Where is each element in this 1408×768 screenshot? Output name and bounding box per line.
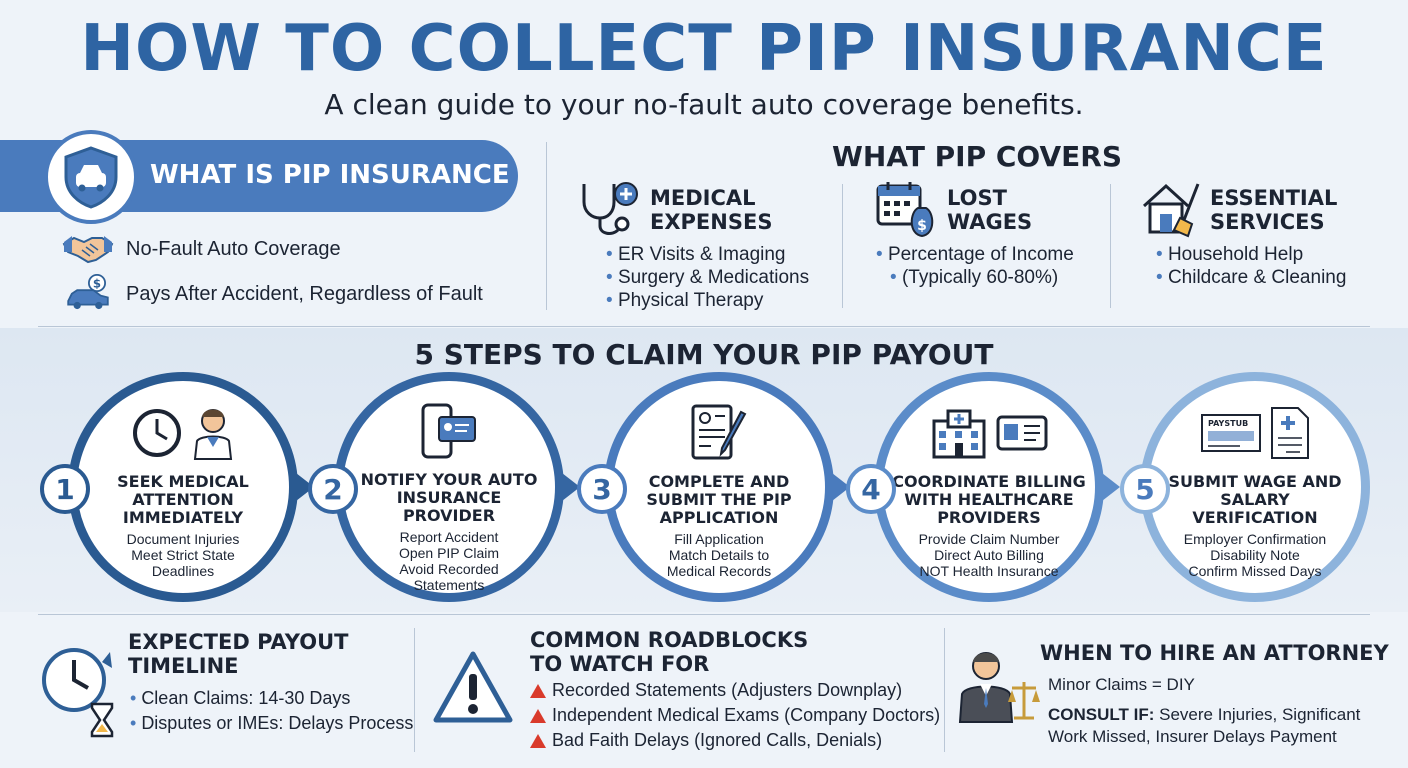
car-dollar-icon: $ [62,274,114,315]
handshake-icon [62,230,114,271]
house-broom-icon [1140,180,1202,243]
covers-lost-wages-title: LOST WAGES [947,186,1033,234]
list-item: Percentage of Income [876,243,1074,266]
timeline-list: Clean Claims: 14-30 Days Disputes or IME… [130,686,413,736]
step-number: 4 [846,464,896,514]
doctor-icon [193,409,233,460]
section-divider [38,614,1370,615]
pip-point-no-fault: No-Fault Auto Coverage [126,238,341,260]
column-divider [842,184,843,308]
step-title: NOTIFY YOUR AUTO INSURANCE PROVIDER [360,470,538,525]
list-item: Surgery & Medications [606,266,809,289]
paystub-label: PAYSTUB [1208,419,1248,428]
list-item: Physical Therapy [606,289,809,312]
list-item: Household Help [1156,243,1346,266]
list-item: Clean Claims: 14-30 Days [130,686,413,711]
hospital-icon [932,409,986,459]
application-form-icon [691,404,747,460]
list-item: Independent Medical Exams (Company Docto… [530,703,940,728]
covers-lost-wages-list: Percentage of Income (Typically 60-80%) [876,243,1074,289]
step-number: 5 [1120,464,1170,514]
step-5-card: PAYSTUB SUBMIT WAGE AND SALARY VERIFICAT… [1140,372,1370,602]
calendar-money-icon: $ [876,180,938,243]
section-divider [546,142,547,310]
step-arrow-icon [832,473,850,501]
step-details: Employer Confirmation Disability Note Co… [1183,531,1327,579]
shield-car-icon [44,130,138,224]
step-number: 1 [40,464,90,514]
phone-id-card-icon [421,403,476,459]
alert-icon [530,708,546,723]
alert-icon [530,683,546,698]
step-title: COMPLETE AND SUBMIT THE PIP APPLICATION [646,472,792,527]
list-item: Childcare & Cleaning [1156,266,1347,289]
attorney-scales-icon [956,648,1042,729]
covers-medical-title: MEDICAL EXPENSES [650,186,773,234]
what-pip-covers-heading: WHAT PIP COVERS [832,140,1122,173]
list-item: ER Visits & Imaging [606,243,809,266]
svg-text:$: $ [917,218,927,234]
covers-medical-list: ER Visits & Imaging Surgery & Medication… [606,243,809,312]
covers-essential-list: Household Help Childcare & Cleaning [1156,243,1347,289]
step-2-card: NOTIFY YOUR AUTO INSURANCE PROVIDER Repo… [334,372,564,602]
stethoscope-icon [578,180,640,243]
list-item: Bad Faith Delays (Ignored Calls, Denials… [530,728,940,753]
attorney-heading: WHEN TO HIRE AN ATTORNEY [1040,641,1389,665]
step-3-card: COMPLETE AND SUBMIT THE PIP APPLICATION … [604,372,834,602]
alert-icon [530,733,546,748]
step-details: Document Injuries Meet Strict State Dead… [126,531,240,579]
clock-icon [133,409,181,457]
pip-point-pays-after: Pays After Accident, Regardless of Fault [126,283,483,305]
roadblocks-list: Recorded Statements (Adjusters Downplay)… [530,678,940,753]
list-item: Recorded Statements (Adjusters Downplay) [530,678,940,703]
roadblocks-heading: COMMON ROADBLOCKS TO WATCH FOR [530,628,809,676]
step-arrow-icon [562,473,580,501]
step-4-card: COORDINATE BILLING WITH HEALTHCARE PROVI… [874,372,1104,602]
id-card-icon [996,415,1048,451]
page-subtitle: A clean guide to your no-fault auto cove… [324,88,1084,121]
step-title: COORDINATE BILLING WITH HEALTHCARE PROVI… [892,472,1086,527]
page-title: HOW TO COLLECT PIP INSURANCE [80,12,1328,86]
timeline-heading: EXPECTED PAYOUT TIMELINE [128,630,349,678]
medical-note-icon [1271,407,1309,459]
step-number: 2 [308,464,358,514]
step-details: Report Accident Open PIP Claim Avoid Rec… [398,529,500,593]
timeline-clock-hourglass-icon [34,642,122,743]
section-divider [944,628,945,752]
list-item: (Typically 60-80%) [876,266,1074,289]
section-divider [38,326,1370,327]
attorney-consult: CONSULT IF: Severe Injuries, Significant… [1048,705,1361,746]
step-arrow-icon [1102,473,1120,501]
paystub-icon: PAYSTUB [1201,414,1261,452]
step-title: SEEK MEDICAL ATTENTION IMMEDIATELY [117,472,249,527]
step-1-card: SEEK MEDICAL ATTENTION IMMEDIATELY Docum… [68,372,298,602]
section-divider [414,628,415,752]
list-item: Disputes or IMEs: Delays Process [130,711,413,736]
step-title: SUBMIT WAGE AND SALARY VERIFICATION [1168,472,1342,527]
column-divider [1110,184,1111,308]
steps-heading: 5 STEPS TO CLAIM YOUR PIP PAYOUT [414,338,994,371]
attorney-minor-claims: Minor Claims = DIY [1048,675,1195,694]
step-number: 3 [577,464,627,514]
step-details: Provide Claim Number Direct Auto Billing… [918,531,1060,579]
svg-text:$: $ [93,277,101,291]
warning-icon [432,650,514,731]
covers-essential-title: ESSENTIAL SERVICES [1210,186,1338,234]
step-details: Fill Application Match Details to Medica… [666,531,772,579]
what-is-pip-heading: WHAT IS PIP INSURANCE [150,160,510,190]
